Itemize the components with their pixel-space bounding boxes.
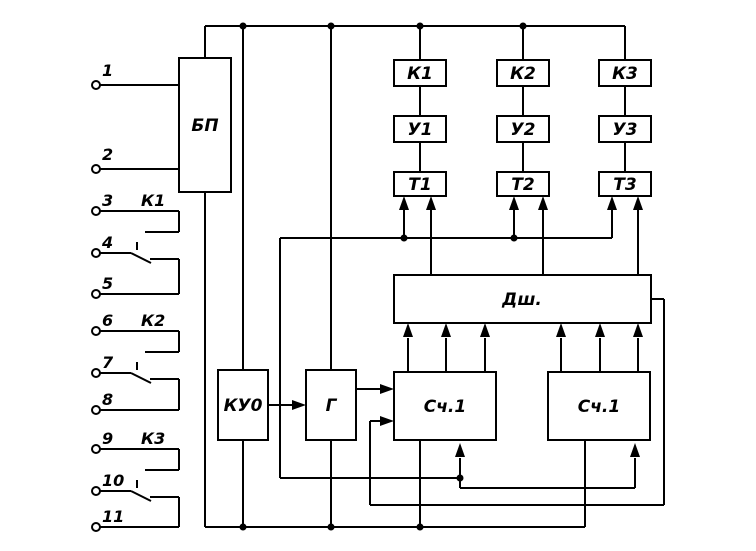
power-terminals: 1 2 — [91, 61, 179, 174]
relay-k3-label: К3 — [141, 429, 165, 448]
arrow-reset-counter2 — [630, 443, 640, 457]
relay-k2-label: К2 — [141, 311, 165, 330]
arrowheads — [292, 196, 643, 457]
arrow-reset-counter1 — [455, 443, 465, 457]
arrow-t2-clock — [509, 196, 519, 210]
arrow-dsh-in-2 — [441, 323, 451, 337]
block-kuo: КУ0 — [217, 369, 269, 441]
block-decoder-label: Дш. — [501, 290, 542, 310]
block-counter-1-label: Сч.1 — [424, 397, 466, 417]
block-k2-label: К2 — [510, 64, 536, 84]
terminal-label-6: 6 — [102, 311, 113, 330]
block-t1: Т1 — [393, 171, 447, 197]
arrow-t2-data — [538, 196, 548, 210]
block-t3: Т3 — [598, 171, 652, 197]
block-t2-label: Т2 — [511, 175, 534, 195]
block-counter-2-label: Сч.1 — [578, 397, 620, 417]
terminal-label-4: 4 — [101, 233, 113, 252]
block-u2: У2 — [496, 115, 550, 143]
block-k1: К1 — [393, 59, 447, 87]
block-k3-label: К3 — [612, 64, 638, 84]
block-u3: У3 — [598, 115, 652, 143]
block-generator: Г — [305, 369, 357, 441]
terminal-label-9: 9 — [102, 429, 113, 448]
block-counter-1: Сч.1 — [393, 371, 497, 441]
terminal-label-3: 3 — [102, 191, 113, 210]
block-decoder: Дш. — [393, 274, 652, 324]
arrow-dsh-in-1 — [403, 323, 413, 337]
block-kuo-label: КУ0 — [224, 396, 263, 416]
terminal-label-1: 1 — [102, 61, 113, 80]
wiring — [204, 25, 665, 528]
arrow-dsh-in-3 — [480, 323, 490, 337]
arrow-t1-data — [426, 196, 436, 210]
arrow-t1-clock — [399, 196, 409, 210]
arrow-dsh-in-5 — [595, 323, 605, 337]
block-bp-label: БП — [191, 116, 218, 136]
block-t2: Т2 — [496, 171, 550, 197]
block-k3: К3 — [598, 59, 652, 87]
arrow-dsh-in-6 — [633, 323, 643, 337]
block-u1-label: У1 — [408, 120, 433, 140]
relay-k1-contacts: 3 4 5 К1 — [91, 191, 180, 299]
block-k1-label: К1 — [407, 64, 433, 84]
junction-dots — [239, 22, 527, 531]
terminal-label-11: 11 — [102, 507, 124, 526]
relay-k3-contacts: 9 10 11 К3 — [91, 429, 180, 532]
block-k2: К2 — [496, 59, 550, 87]
arrow-t3-clock — [607, 196, 617, 210]
block-u1: У1 — [393, 115, 447, 143]
arrow-g-to-counter — [380, 384, 394, 394]
terminal-label-5: 5 — [102, 274, 113, 293]
terminal-label-7: 7 — [102, 353, 114, 372]
arrow-feedback-counter1 — [380, 416, 394, 426]
arrow-t3-data — [633, 196, 643, 210]
block-t1-label: Т1 — [408, 175, 431, 195]
arrow-kuo-to-g — [292, 400, 306, 410]
terminal-label-10: 10 — [102, 471, 124, 490]
terminal-label-2: 2 — [102, 145, 113, 164]
relay-k1-label: К1 — [141, 191, 165, 210]
block-u2-label: У2 — [511, 120, 536, 140]
relay-k2-contacts: 6 7 8 К2 — [91, 311, 180, 415]
block-generator-label: Г — [326, 396, 338, 416]
arrow-dsh-in-4 — [556, 323, 566, 337]
terminal-label-8: 8 — [102, 390, 113, 409]
block-u3-label: У3 — [613, 120, 638, 140]
block-t3-label: Т3 — [613, 175, 636, 195]
block-counter-2: Сч.1 — [547, 371, 651, 441]
block-bp: БП — [178, 57, 232, 193]
